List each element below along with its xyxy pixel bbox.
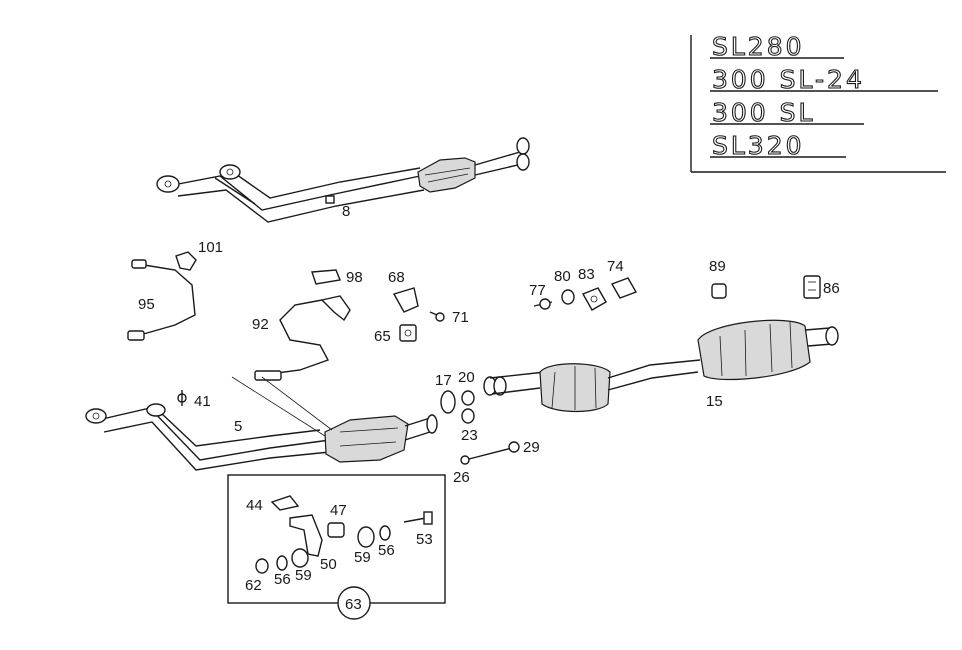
callout-89: 89 [709,258,726,275]
model-badge-300sl24: 300 SL-24 [712,65,865,94]
mounting-kit-63 [227,474,446,620]
callout-8: 8 [342,203,350,220]
lower-front-pipe-catalyst [85,376,438,471]
callout-98: 98 [346,269,363,286]
callout-44: 44 [246,497,263,514]
callout-56-lower: 56 [274,571,291,588]
upper-front-pipe-assembly [156,137,530,223]
clamp-parts [440,390,520,465]
callout-59-lower: 59 [295,567,312,584]
callout-56-upper: 56 [378,542,395,559]
callout-92: 92 [252,316,269,333]
callout-77: 77 [529,282,546,299]
callout-23: 23 [461,427,478,444]
callout-63: 63 [345,596,362,613]
model-badge-300sl: 300 SL [712,98,815,127]
o2-sensor-95 [127,251,197,341]
callout-20: 20 [458,369,475,386]
callout-74: 74 [607,258,624,275]
callout-47: 47 [330,502,347,519]
model-badge-sl280: SL280 [712,32,805,61]
callout-29: 29 [523,439,540,456]
callout-15: 15 [706,393,723,410]
model-badge-panel: SL280 300 SL-24 300 SL SL320 [690,31,946,173]
rubber-mounts [711,275,821,299]
callout-26: 26 [453,469,470,486]
middle-muffler [483,359,701,413]
callout-86: 86 [823,280,840,297]
callout-65: 65 [374,328,391,345]
callout-95: 95 [138,296,155,313]
callout-68: 68 [388,269,405,286]
callout-83: 83 [578,266,595,283]
callout-53: 53 [416,531,433,548]
callout-41: 41 [194,393,211,410]
callout-17: 17 [435,372,452,389]
bracket-cluster-68 [392,287,445,342]
callout-62: 62 [245,577,262,594]
rear-muffler [697,319,839,381]
callout-5: 5 [234,418,242,435]
callout-80: 80 [554,268,571,285]
hanger-parts [533,277,638,311]
o2-sensor-92 [254,269,351,381]
callout-71: 71 [452,309,469,326]
model-badge-sl320: SL320 [712,131,805,160]
callout-50: 50 [320,556,337,573]
callout-labels: 8 101 95 98 68 92 71 65 77 80 83 74 89 8… [138,203,840,613]
callout-59-upper: 59 [354,549,371,566]
callout-101: 101 [198,239,223,256]
